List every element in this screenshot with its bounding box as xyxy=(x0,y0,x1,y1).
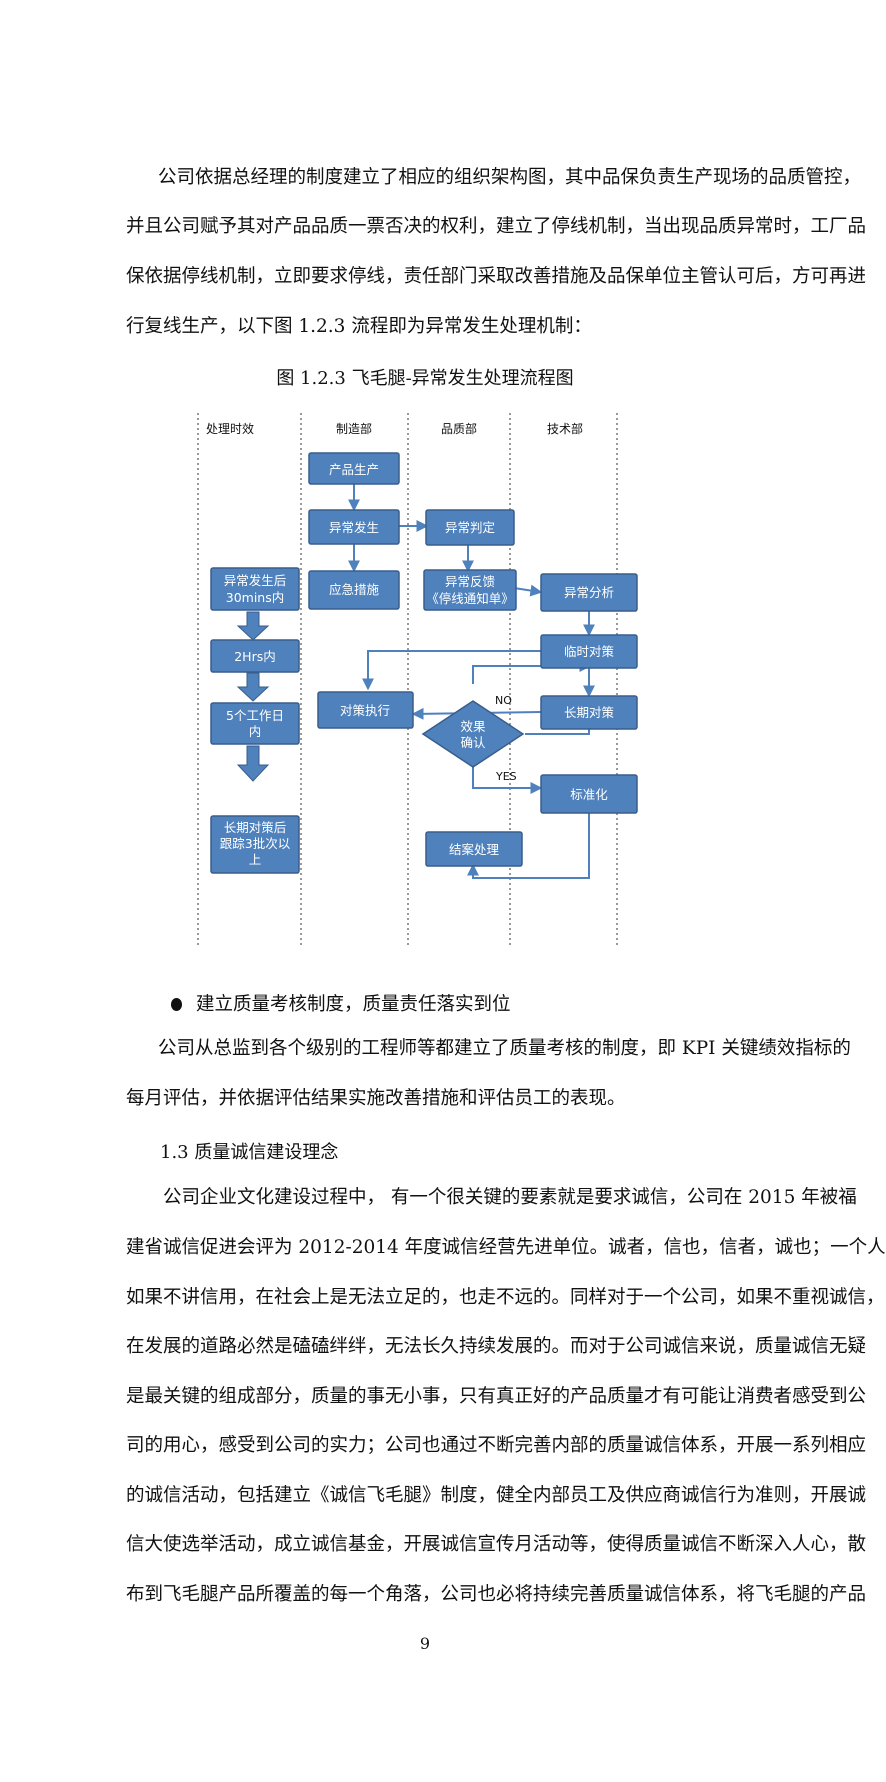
paragraph3-line-6: 司的用心，感受到公司的实力；公司也通过不断完善内部的质量诚信体系，开展一系列相应 xyxy=(126,1435,867,1456)
label-produce: 产品生产 xyxy=(329,462,379,477)
box-longterm xyxy=(540,695,638,730)
paragraph3-line-1: 公司企业文化建设过程中， 有一个很关键的要素就是要求诚信，公司在 2015 年被… xyxy=(163,1187,857,1208)
timeline-down-arrow xyxy=(236,745,270,782)
paragraph1-line-1: 公司依据总经理的制度建立了相应的组织架构图，其中品保负责生产现场的品质管控， xyxy=(158,167,862,188)
paragraph3-line-5: 是最关键的组成部分，质量的事无小事，只有真正好的产品质量才有可能让消费者感受到公 xyxy=(126,1386,867,1407)
page-number: 9 xyxy=(419,1634,431,1653)
timeline-box-5days xyxy=(210,702,300,745)
label-effect-2: 确认 xyxy=(460,735,486,750)
bullet-item: 建立质量考核制度，质量责任落实到位 xyxy=(171,990,511,1016)
label-timeline-2: 2Hrs内 xyxy=(234,649,276,664)
column-header-quality: 品质部 xyxy=(441,421,477,436)
paragraph3-line-4: 在发展的道路必然是磕磕绊绊，无法长久持续发展的。而对于公司诚信来说，质量诚信无疑 xyxy=(126,1336,867,1357)
box-judge xyxy=(425,509,515,546)
label-timeline-1a: 异常发生后 xyxy=(224,573,287,588)
box-analysis xyxy=(540,573,638,612)
label-occur: 异常发生 xyxy=(329,520,379,535)
label-timeline-4b: 跟踪3批次以 xyxy=(220,836,291,851)
label-analysis: 异常分析 xyxy=(564,585,614,600)
paragraph2-line-2: 每月评估，并依据评估结果实施改善措施和评估员工的表现。 xyxy=(126,1088,626,1109)
paragraph3-line-2: 建省诚信促进会评为 2012-2014 年度诚信经营先进单位。诚者，信也，信者，… xyxy=(126,1237,886,1258)
label-emergency: 应急措施 xyxy=(329,582,380,597)
section-heading: 1.3 质量诚信建设理念 xyxy=(160,1142,339,1163)
timeline-box-30mins xyxy=(210,567,300,611)
label-longterm: 长期对策 xyxy=(564,705,615,720)
label-effect-1: 效果 xyxy=(460,719,486,734)
label-timeline-1b: 30mins内 xyxy=(226,590,285,605)
label-yes: YES xyxy=(495,770,517,783)
box-execute xyxy=(317,691,414,729)
box-occur xyxy=(308,509,400,545)
paragraph2-line-1: 公司从总监到各个级别的工程师等都建立了质量考核的制度，即 KPI 关键绩效指标的 xyxy=(158,1038,851,1059)
box-temp xyxy=(540,634,638,669)
column-header-time: 处理时效 xyxy=(206,421,254,436)
label-standard: 标准化 xyxy=(570,787,608,802)
label-judge: 异常判定 xyxy=(445,520,495,535)
paragraph1-line-3: 保依据停线机制，立即要求停线，责任部门采取改善措施及品保单位主管认可后，方可再进 xyxy=(126,266,867,287)
timeline-down-arrow xyxy=(236,611,270,641)
paragraph3-line-9: 布到飞毛腿产品所覆盖的每一个角落，公司也必将持续完善质量诚信体系，将飞毛腿的产品 xyxy=(126,1584,867,1605)
paragraph3-line-7: 的诚信活动，包括建立《诚信飞毛腿》制度，健全内部员工及供应商诚信行为准则，开展诚 xyxy=(126,1485,867,1506)
label-feedback-1: 异常反馈 xyxy=(445,574,495,589)
paragraph1-line-4: 行复线生产，以下图 1.2.3 流程即为异常发生处理机制： xyxy=(126,316,592,337)
flowchart: 处理时效 制造部 品质部 技术部 xyxy=(197,413,638,948)
box-standard xyxy=(540,774,638,814)
label-timeline-4c: 上 xyxy=(249,852,262,867)
label-feedback-2: 《停线通知单》 xyxy=(426,591,514,606)
label-timeline-3b: 内 xyxy=(249,724,262,739)
figure-caption: 图 1.2.3 飞毛腿-异常发生处理流程图 xyxy=(276,368,574,389)
timeline-box-2hrs xyxy=(210,639,300,673)
label-timeline-3a: 5个工作日 xyxy=(226,708,284,723)
box-feedback xyxy=(423,569,517,611)
bullet-text: 建立质量考核制度，质量责任落实到位 xyxy=(196,994,511,1015)
paragraph1-line-2: 并且公司赋予其对产品品质一票否决的权利，建立了停线机制，当出现品质异常时，工厂品 xyxy=(126,216,867,237)
diamond-effect xyxy=(421,700,525,768)
bullet-dot-icon xyxy=(171,998,182,1011)
label-no: NO xyxy=(495,694,512,707)
label-close: 结案处理 xyxy=(449,842,500,857)
label-temp: 临时对策 xyxy=(564,644,615,659)
timeline-down-arrow xyxy=(236,672,270,702)
box-produce xyxy=(308,452,400,485)
label-timeline-4a: 长期对策后 xyxy=(224,820,287,835)
label-execute: 对策执行 xyxy=(340,703,390,718)
paragraph3-line-3: 如果不讲信用，在社会上是无法立足的，也走不远的。同样对于一个公司，如果不重视诚信… xyxy=(126,1287,885,1308)
paragraph3-line-8: 信大使选举活动，成立诚信基金，开展诚信宣传月活动等，使得质量诚信不断深入人心，散 xyxy=(126,1534,867,1555)
column-header-manufacturing: 制造部 xyxy=(336,421,372,436)
timeline-box-track xyxy=(210,815,300,874)
box-close xyxy=(425,831,523,867)
box-emergency xyxy=(308,570,400,610)
column-header-technology: 技术部 xyxy=(547,421,583,436)
